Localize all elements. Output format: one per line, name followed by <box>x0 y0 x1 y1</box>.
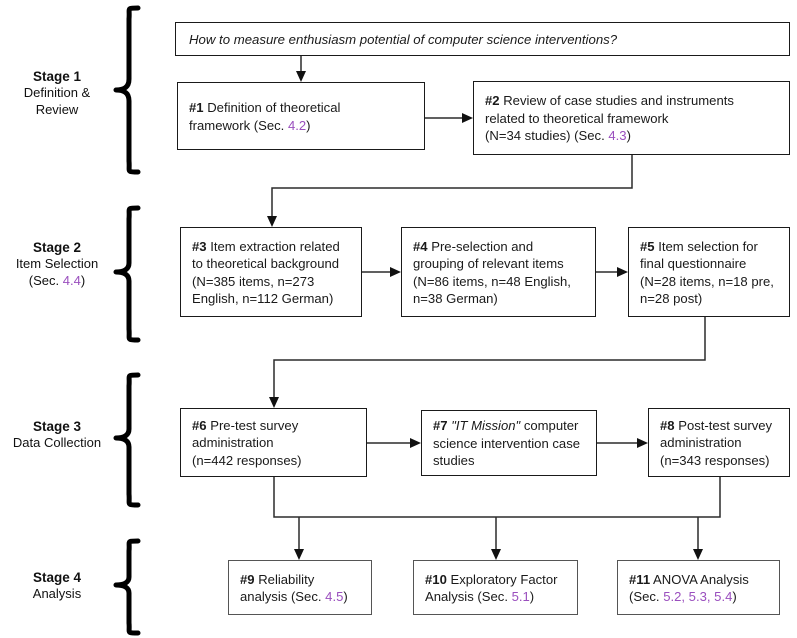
step-text-line: #11 ANOVA Analysis <box>629 571 749 587</box>
step-text-line: #8 Post-test survey <box>660 417 773 433</box>
step-number: #7 <box>433 418 448 434</box>
step-text-line: to theoretical background <box>192 256 340 272</box>
step-text-line: related to theoretical framework <box>485 110 669 126</box>
step-text-line: n=38 German) <box>413 290 498 306</box>
step-box-9[interactable]: #9 Reliability analysis (Sec. 4.5) <box>228 560 372 615</box>
step-box-11[interactable]: #11 ANOVA Analysis (Sec. 5.2, 5.3, 5.4) <box>617 560 780 615</box>
stage-2-sec-ref: 4.4 <box>62 272 81 288</box>
step-text-line: #6 Pre-test survey <box>192 417 299 433</box>
stage-1-sub-a: Definition & <box>23 85 91 101</box>
wire-5-to-6 <box>273 317 706 401</box>
stage-1-title: Stage 1 <box>32 69 82 84</box>
step-2-content: #2 Review of case studies and instrument… <box>485 92 780 144</box>
step-text-line: #3 Item extraction related <box>192 238 340 254</box>
stage-3-sub-a: Data Collection <box>12 435 102 451</box>
step-box-4[interactable]: #4 Pre-selection and grouping of relevant… <box>401 227 596 317</box>
step-11-content: #11 ANOVA Analysis (Sec. 5.2, 5.3, 5.4) <box>629 571 770 606</box>
step-text-line: administration <box>192 435 274 451</box>
step-number: #1 <box>189 100 204 116</box>
wire-2-to-3 <box>271 155 633 220</box>
stage-4-sub-a: Analysis <box>32 586 82 602</box>
section-reference[interactable]: 4.3 <box>608 128 627 144</box>
step-text-line: English, n=112 German) <box>192 290 334 306</box>
step-box-8[interactable]: #8 Post-test survey administration(n=343 … <box>648 408 790 477</box>
section-reference[interactable]: 4.2 <box>287 117 307 133</box>
step-text-line: studies <box>433 453 475 469</box>
step-text-line: (n=343 responses) <box>660 452 770 468</box>
step-text-line: administration <box>660 435 742 451</box>
step-text-line: science intervention case <box>433 435 581 451</box>
step-number: #9 <box>240 571 255 587</box>
step-box-5[interactable]: #5 Item selection for final questionnaire… <box>628 227 790 317</box>
brace-stage-4 <box>112 538 142 636</box>
step-number: #10 <box>425 571 447 587</box>
step-text-line: (N=28 items, n=18 pre, <box>640 273 774 289</box>
stage-label-4: Stage 4 Analysis <box>2 569 112 603</box>
step-text-line: grouping of relevant items <box>413 256 564 272</box>
stage-2-sec-prefix: (Sec. <box>28 272 63 288</box>
stage-label-1: Stage 1 Definition & Review <box>2 68 112 119</box>
stage-2-sec-suffix: ) <box>80 272 86 288</box>
step-text-line: #10 Exploratory Factor <box>425 571 558 587</box>
stage-3-title: Stage 3 <box>32 419 82 434</box>
step-number: #2 <box>485 93 500 109</box>
step-number: #8 <box>660 417 675 433</box>
step-text-line: #2 Review of case studies and instrument… <box>485 93 734 109</box>
step-text-line: (Sec. 5.2, 5.3, 5.4) <box>629 589 737 604</box>
step-8-content: #8 Post-test survey administration(n=343 … <box>660 417 780 469</box>
research-question-text: How to measure enthusiasm potential of c… <box>189 31 618 47</box>
step-number: #11 <box>629 571 651 587</box>
stage-label-2: Stage 2 Item Selection (Sec. 4.4) <box>2 239 112 290</box>
step-text-line: n=28 post) <box>640 290 703 306</box>
step-box-3[interactable]: #3 Item extraction related to theoretical… <box>180 227 362 317</box>
step-number: #5 <box>640 238 655 254</box>
step-text-line: (N=86 items, n=48 English, <box>413 273 571 289</box>
step-text-line: final questionnaire <box>640 256 747 272</box>
step-text-line: Analysis (Sec. 5.1) <box>425 589 535 604</box>
step-emphasis: "IT Mission" <box>451 418 521 434</box>
step-3-content: #3 Item extraction related to theoretical… <box>192 238 352 308</box>
step-text-line: #1 Definition of theoretical <box>189 100 341 116</box>
stage-2-title: Stage 2 <box>32 240 82 255</box>
stage-1-sub-b: Review <box>35 101 79 117</box>
step-box-6[interactable]: #6 Pre-test survey administration(n=442 r… <box>180 408 367 477</box>
brace-stage-1 <box>112 5 142 175</box>
step-number: #4 <box>413 238 428 254</box>
step-6-content: #6 Pre-test survey administration(n=442 r… <box>192 417 357 469</box>
brace-stage-3 <box>112 372 142 508</box>
step-text-line: #5 Item selection for <box>640 238 758 254</box>
brace-stage-2 <box>112 205 142 343</box>
step-text-line: framework (Sec. 4.2) <box>189 117 311 133</box>
wire-bus-stage3-to-4 <box>273 477 721 518</box>
section-reference[interactable]: 5.2, 5.3, 5.4 <box>663 589 733 604</box>
stage-2-sub-b: (Sec. 4.4) <box>2 273 112 290</box>
step-text-line: analysis (Sec. 4.5) <box>240 589 348 604</box>
step-box-2[interactable]: #2 Review of case studies and instrument… <box>473 81 790 155</box>
step-number: #3 <box>192 238 207 254</box>
stage-2-sub-a: Item Selection <box>15 256 99 272</box>
stage-label-3: Stage 3 Data Collection <box>2 418 112 452</box>
step-9-content: #9 Reliability analysis (Sec. 4.5) <box>240 571 362 606</box>
step-5-content: #5 Item selection for final questionnaire… <box>640 238 780 308</box>
section-reference[interactable]: 4.5 <box>325 589 344 604</box>
step-text-line: #7 "IT Mission" computer <box>433 418 579 434</box>
section-reference[interactable]: 5.1 <box>511 589 530 604</box>
research-question-box: How to measure enthusiasm potential of c… <box>175 22 790 56</box>
step-text-line: (n=442 responses) <box>192 452 302 468</box>
step-text-line: (N=385 items, n=273 <box>192 273 315 289</box>
step-number: #6 <box>192 417 207 433</box>
step-text-line: #4 Pre-selection and <box>413 238 534 254</box>
step-4-content: #4 Pre-selection and grouping of relevant… <box>413 238 586 308</box>
step-text-line: (N=34 studies) (Sec. 4.3) <box>485 128 631 144</box>
step-text-line: #9 Reliability <box>240 571 315 587</box>
stage-4-title: Stage 4 <box>32 570 82 585</box>
